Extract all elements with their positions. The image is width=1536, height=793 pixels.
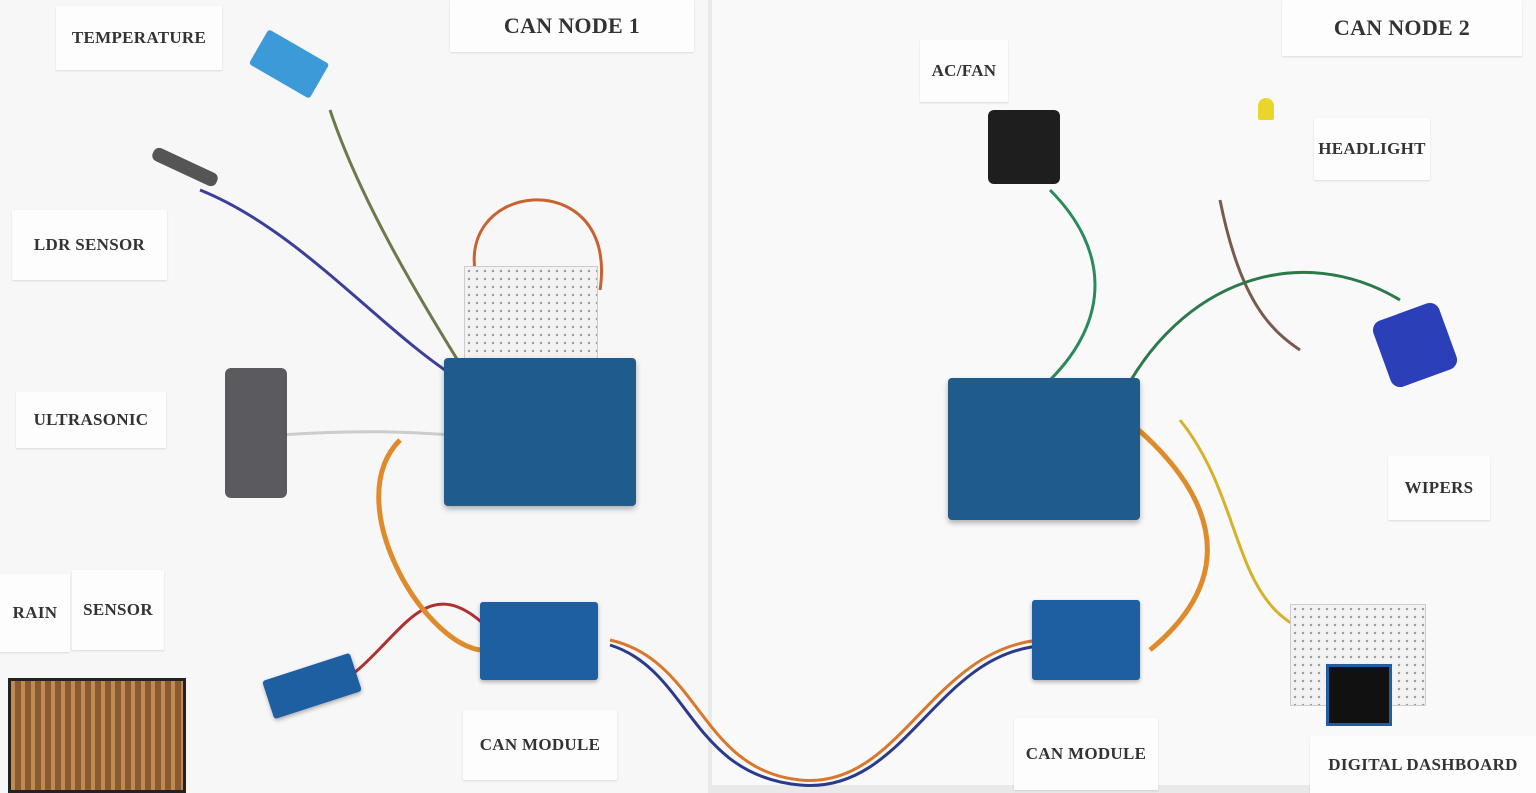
- node1-title: CAN NODE 1: [450, 0, 694, 52]
- wire-servo: [1118, 270, 1401, 401]
- label-sensor: SENSOR: [72, 570, 164, 650]
- breadboard-2: [1290, 604, 1426, 706]
- rain-sensor-plate: [8, 678, 186, 793]
- label-ldr-sensor: LDR SENSOR: [12, 210, 167, 280]
- wire-temp: [328, 109, 472, 381]
- label-digital-dashboard: DIGITAL DASHBOARD: [1310, 736, 1536, 793]
- label-ultrasonic: ULTRASONIC: [16, 392, 166, 448]
- wire-ribbon1: [376, 438, 481, 653]
- label-can-module-2: CAN MODULE: [1014, 718, 1158, 790]
- wire-bus-blue: [609, 643, 1041, 787]
- label-ac-fan: AC/FAN: [920, 40, 1008, 102]
- node2-title: CAN NODE 2: [1282, 0, 1522, 56]
- arduino-node-2: [948, 378, 1140, 520]
- breadboard-1: [464, 266, 598, 360]
- fan: [988, 110, 1060, 184]
- wire-ldr: [199, 188, 461, 382]
- ultrasonic-sensor: [225, 368, 287, 498]
- wire-loop-orange: [472, 198, 604, 291]
- wire-fan: [1048, 188, 1097, 382]
- label-rain: RAIN: [0, 574, 70, 652]
- label-temperature: TEMPERATURE: [56, 6, 222, 70]
- wire-headlight: [1218, 199, 1301, 352]
- label-can-module-1: CAN MODULE: [463, 710, 617, 780]
- oled-display: [1326, 664, 1392, 726]
- wire-bus-orange: [609, 638, 1041, 782]
- arduino-node-1: [444, 358, 636, 506]
- label-wipers: WIPERS: [1388, 456, 1490, 520]
- headlight-led: [1258, 98, 1274, 120]
- label-headlight: HEADLIGHT: [1314, 118, 1430, 180]
- can-module-node-1: [480, 602, 598, 680]
- can-module-node-2: [1032, 600, 1140, 680]
